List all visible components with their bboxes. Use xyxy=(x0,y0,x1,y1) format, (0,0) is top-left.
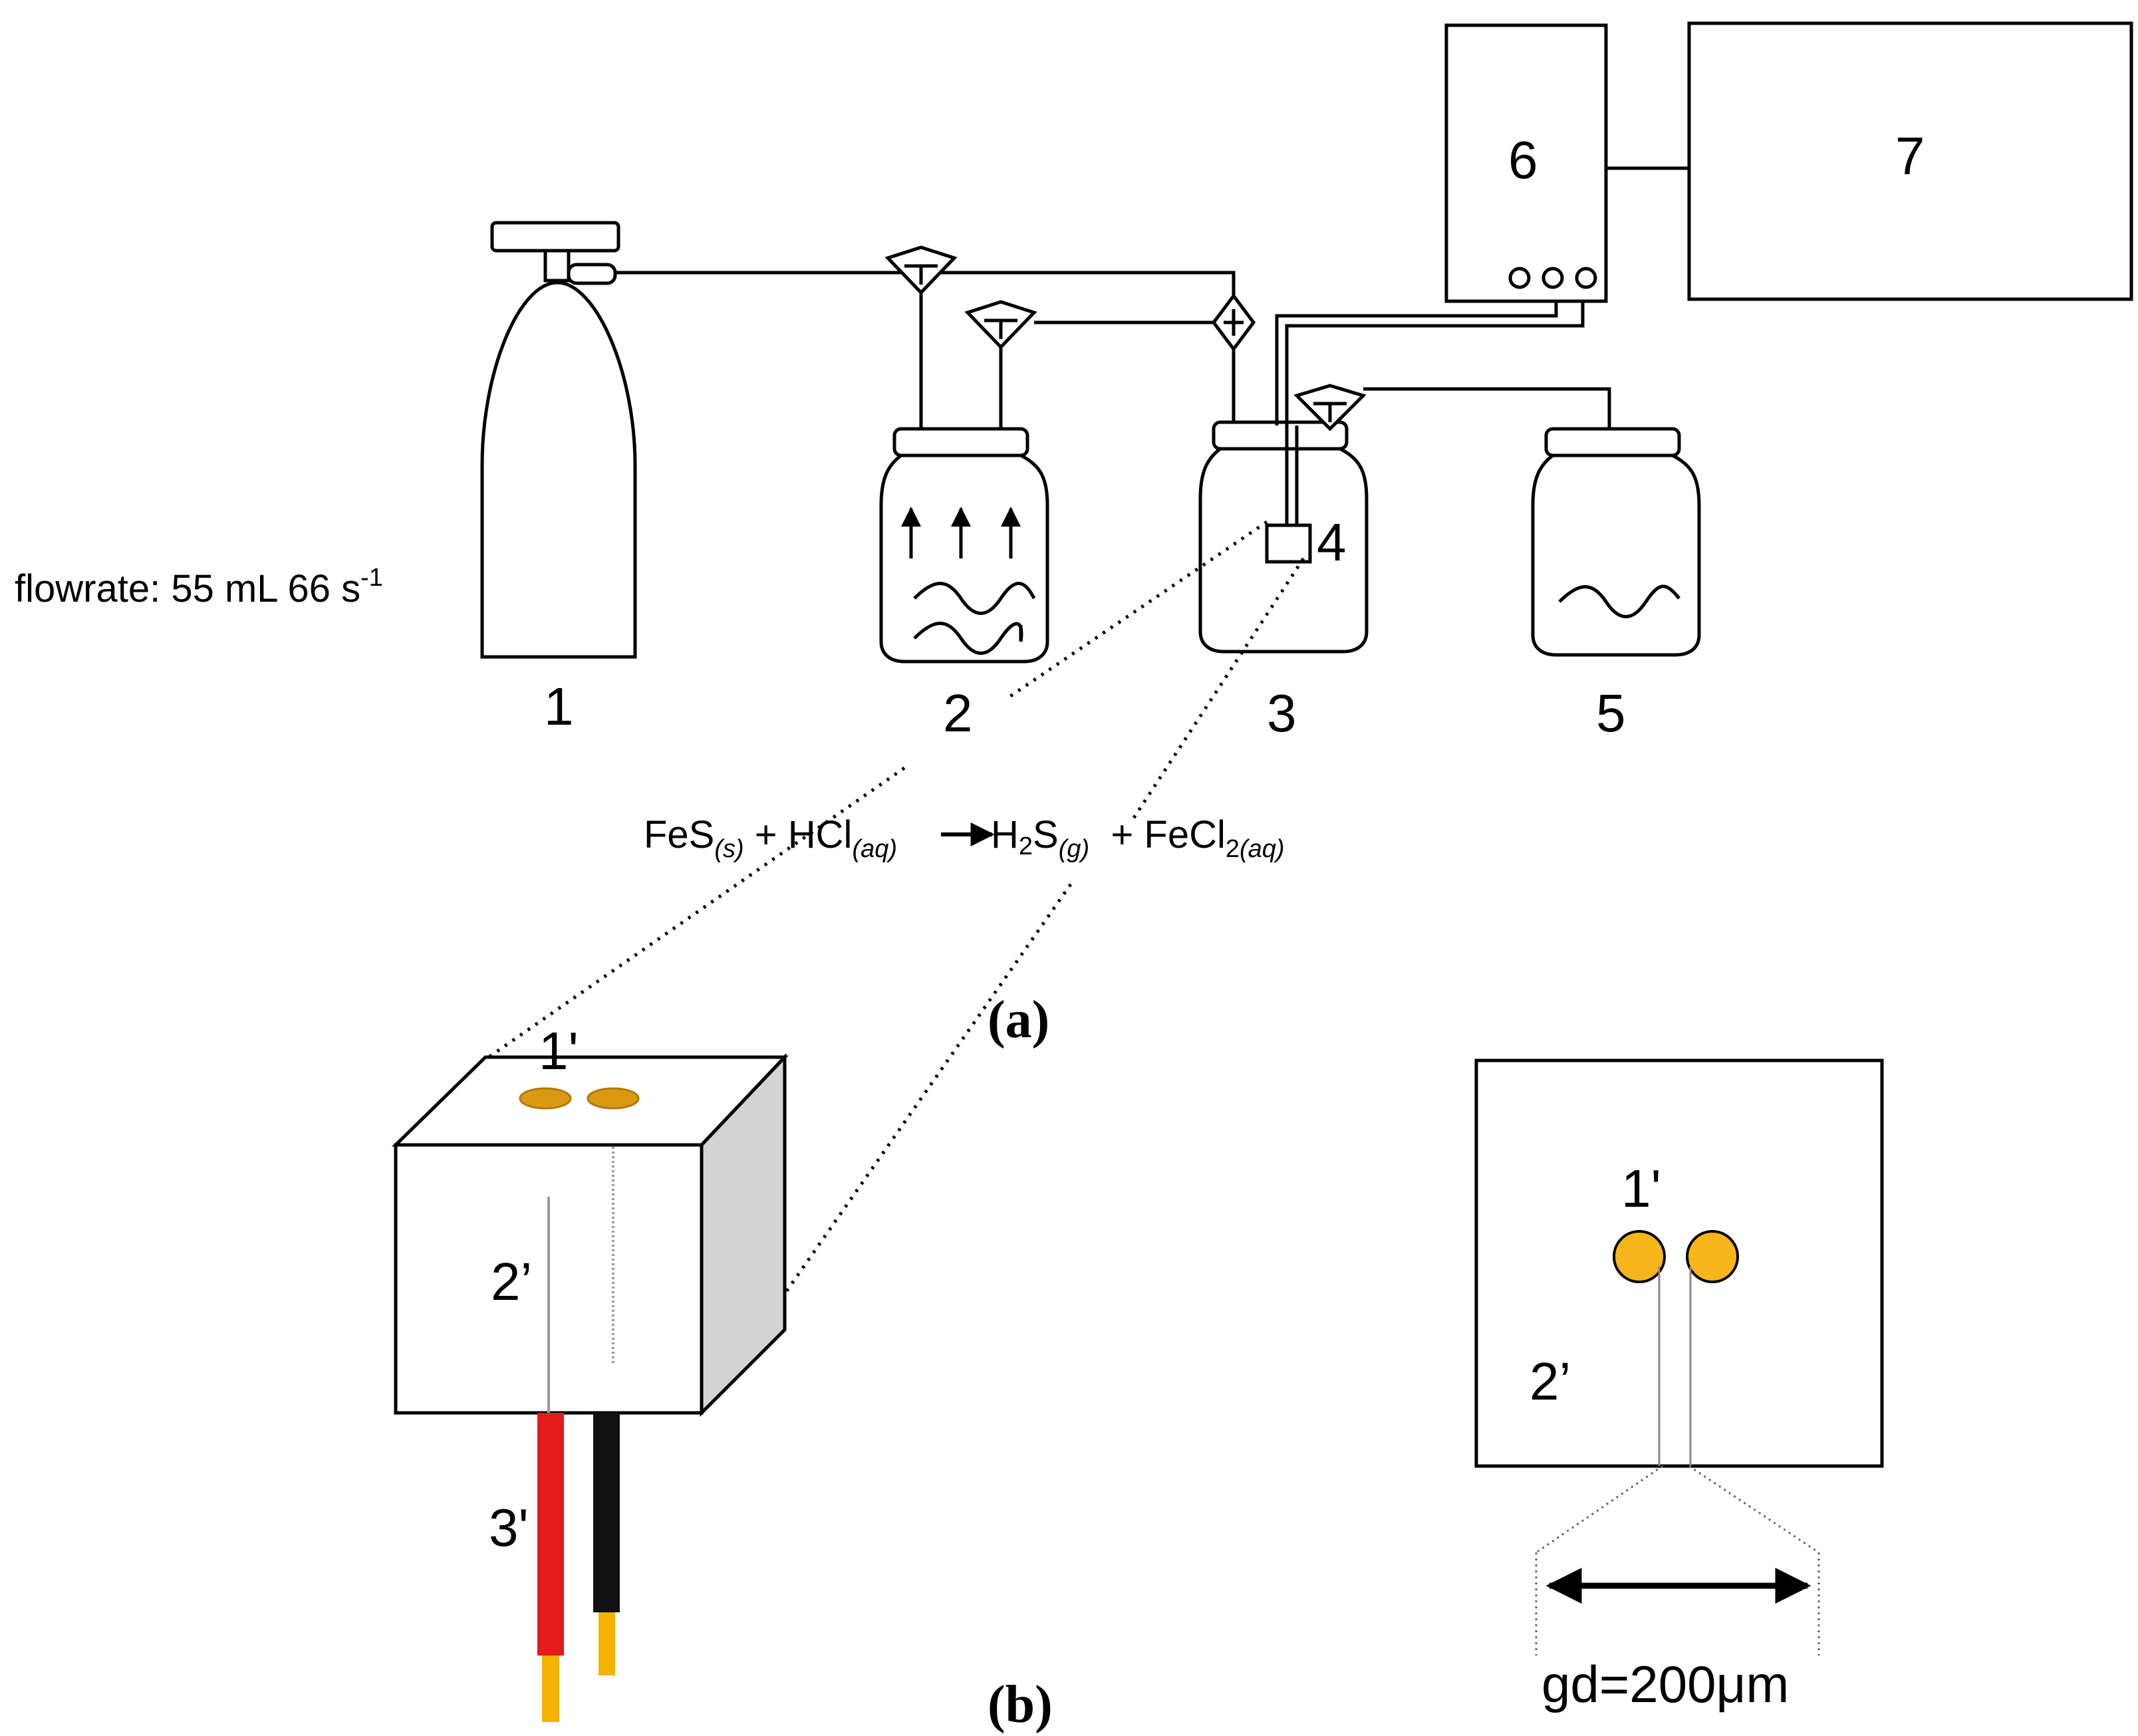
wire-red-tip xyxy=(542,1656,559,1722)
label-cylinder: 1 xyxy=(544,677,574,736)
reaction-equation: FeS(s) + HCl(aq) xyxy=(644,813,897,863)
gap-zoom-lines xyxy=(1535,1465,1820,1656)
panel-b-label: (b) xyxy=(988,1675,1053,1734)
sensor-top-view xyxy=(1474,1058,1884,1468)
reaction-products: H2S(g) + FeCl2(aq) xyxy=(991,813,1285,863)
sensor-box xyxy=(1265,523,1312,564)
wire-black xyxy=(593,1413,620,1612)
h2s-generator-bottle xyxy=(879,427,1049,664)
electrode-left xyxy=(519,1087,572,1110)
computer xyxy=(1687,21,2133,301)
gas-cylinder xyxy=(480,221,637,659)
label-sensor: 4 xyxy=(1317,513,1347,572)
wire-black-tip xyxy=(599,1612,615,1675)
label-substrate-top: 2’ xyxy=(1530,1352,1571,1411)
three-way-valve-a xyxy=(884,245,958,432)
panel-a-label: (a) xyxy=(988,991,1049,1049)
label-chamber: 3 xyxy=(1267,683,1297,743)
label-instrument: 6 xyxy=(1508,130,1538,189)
three-way-valve-b xyxy=(964,300,1217,432)
electrode-top-right xyxy=(1686,1230,1739,1283)
electrode-right xyxy=(587,1087,640,1110)
label-electrodes: 1' xyxy=(539,1021,579,1080)
label-computer: 7 xyxy=(1895,126,1925,186)
four-way-valve xyxy=(1211,293,1256,429)
measurement-instrument xyxy=(1444,23,1689,303)
gas-line-main xyxy=(615,271,1236,296)
label-trap-bottle: 5 xyxy=(1596,683,1626,743)
flowrate-label: flowrate: 55 mL 66 s-1 xyxy=(15,564,383,610)
instrument-wires xyxy=(1275,293,1585,426)
sensor-cube xyxy=(391,1053,789,1418)
zoom-lines xyxy=(487,520,1305,1414)
three-way-valve-d xyxy=(1293,384,1611,432)
electrode-top-left xyxy=(1613,1230,1666,1283)
label-substrate: 2’ xyxy=(491,1252,532,1311)
label-generator-bottle: 2 xyxy=(943,683,973,743)
label-electrodes-top: 1' xyxy=(1621,1159,1661,1218)
wire-red xyxy=(537,1413,564,1656)
trap-bottle xyxy=(1531,427,1701,657)
test-chamber xyxy=(1198,420,1369,654)
gap-distance-label: gd=200μm xyxy=(1541,1655,1789,1713)
label-wires: 3' xyxy=(489,1498,529,1557)
gas-rise-arrows xyxy=(901,507,1021,558)
